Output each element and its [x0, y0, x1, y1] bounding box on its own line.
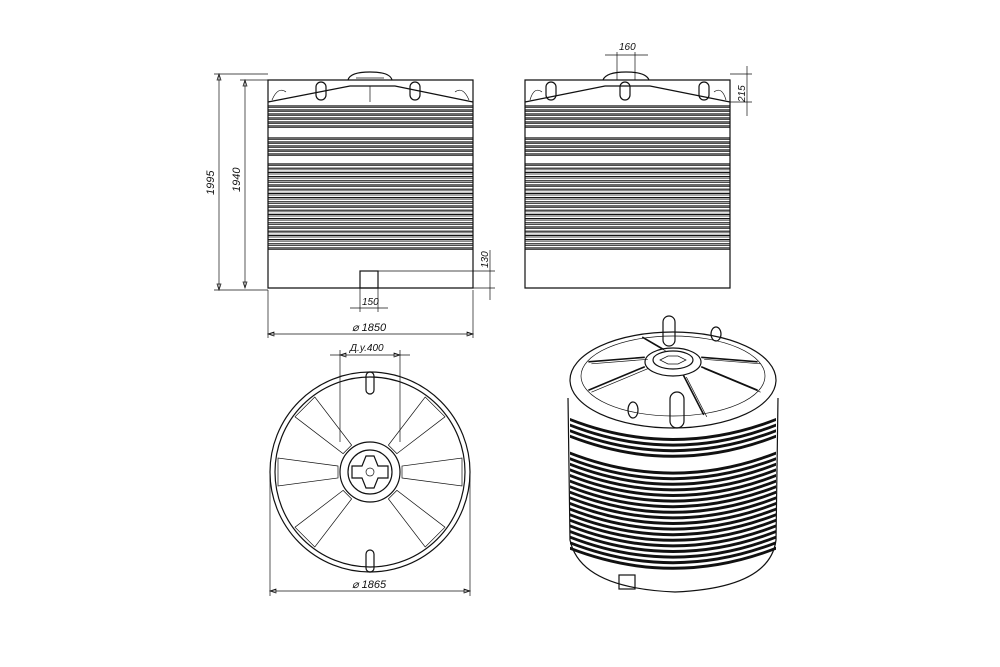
- radial-rib: [645, 338, 666, 352]
- radial-rib: [588, 365, 646, 391]
- radial-rib: [387, 489, 446, 548]
- side-band: [570, 423, 776, 447]
- side-band: [570, 496, 776, 520]
- radial-rib: [685, 376, 708, 418]
- radial-rib: [682, 374, 705, 416]
- side-band: [570, 518, 776, 542]
- side-dimensions: 160 215: [605, 42, 752, 116]
- side-band: [570, 546, 776, 570]
- side-band: [570, 457, 776, 481]
- outlet-height-label: 130: [480, 251, 491, 268]
- side-band: [570, 502, 776, 525]
- body-diameter-label: ⌀ 1850: [352, 322, 387, 334]
- radial-rib: [294, 489, 353, 548]
- isometric-view: [567, 315, 779, 593]
- side-band: [570, 490, 776, 514]
- side-band: [570, 474, 776, 497]
- isometric-side-bands: [570, 418, 776, 570]
- side-band: [570, 418, 776, 441]
- side-band: [570, 429, 776, 453]
- radial-rib: [401, 457, 463, 487]
- radial-rib: [700, 365, 758, 391]
- side-band: [570, 541, 776, 565]
- side-band: [570, 451, 776, 475]
- top-ribs: [277, 396, 463, 548]
- front-ribs: [268, 105, 473, 250]
- radial-rib: [387, 396, 446, 455]
- lid-diameter-label: 160: [619, 42, 636, 53]
- side-band: [570, 530, 776, 553]
- radial-rib: [294, 396, 353, 455]
- overall-height-label: 1995: [205, 170, 217, 195]
- body-height-label: 1940: [231, 167, 243, 192]
- hatch-size-label: Д.у.400: [349, 343, 384, 354]
- base-diameter-label: ⌀ 1865: [352, 579, 387, 591]
- isometric-top-ribs: [588, 336, 761, 418]
- lid-height-label: 215: [737, 85, 748, 103]
- side-band: [570, 524, 776, 548]
- side-band: [570, 485, 776, 509]
- side-band: [570, 462, 776, 486]
- side-band: [570, 513, 776, 537]
- radial-rib: [701, 356, 758, 363]
- side-band: [570, 468, 776, 492]
- side-band: [570, 507, 776, 531]
- radial-rib: [704, 358, 761, 365]
- front-view: [267, 71, 474, 289]
- radial-rib: [591, 368, 648, 393]
- side-ribs: [525, 105, 730, 250]
- side-band: [570, 479, 776, 503]
- side-view: [524, 71, 731, 289]
- radial-rib: [588, 356, 645, 363]
- outlet-width-label: 150: [362, 297, 379, 308]
- top-view: [269, 371, 471, 573]
- radial-rib: [591, 358, 648, 365]
- side-band: [570, 535, 776, 559]
- side-band: [570, 434, 776, 458]
- top-dimensions: Д.у.400 ⌀ 1865: [268, 343, 472, 596]
- radial-rib: [277, 457, 339, 487]
- radial-rib: [704, 368, 761, 393]
- front-dimensions: 1995 1940 130 150 ⌀ 1850: [205, 72, 495, 338]
